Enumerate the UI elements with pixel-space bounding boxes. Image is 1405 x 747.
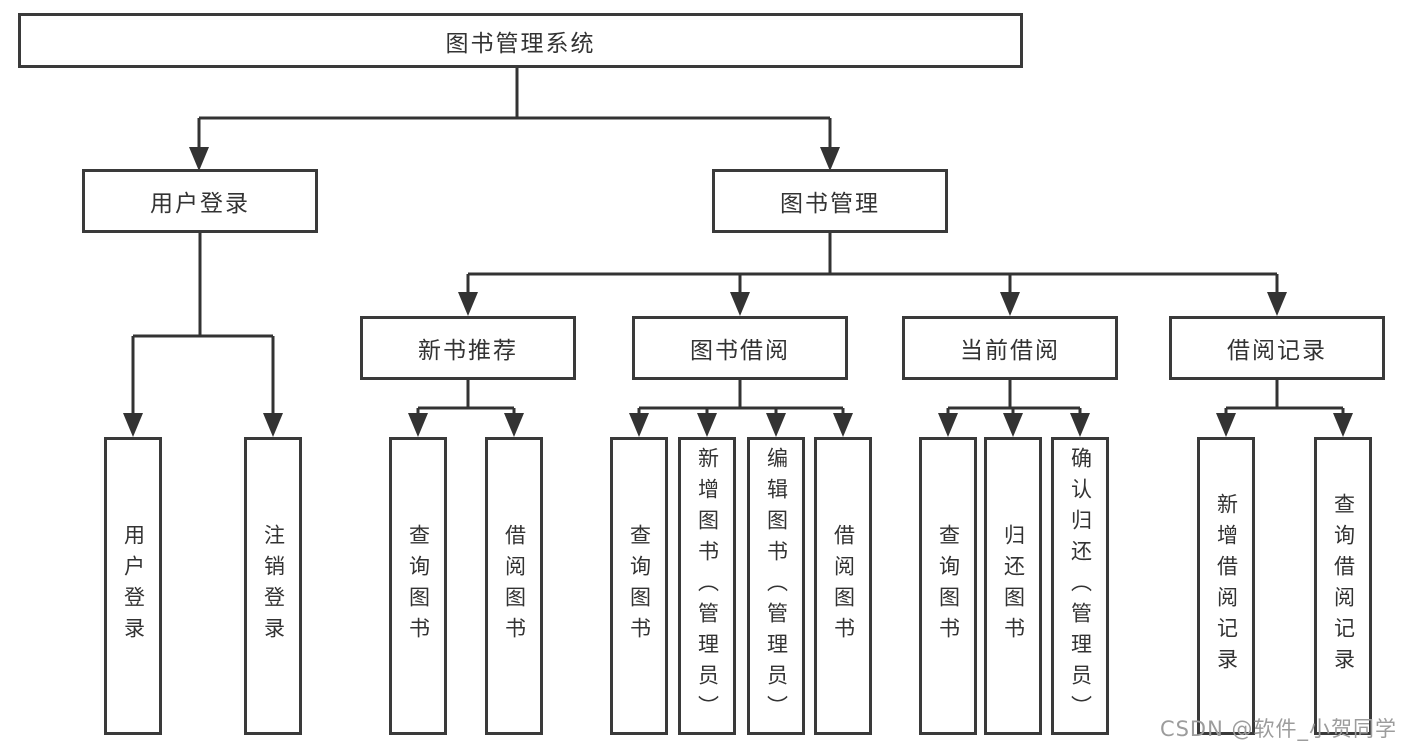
node-logout-label: 注销登录 (261, 524, 286, 648)
node-cb-query-book-label: 查询图书 (936, 524, 961, 648)
node-nb-borrow-book: 借阅图书 (485, 437, 543, 735)
node-bm-add-book: 新增图书（管理员） (678, 437, 736, 735)
node-bm-query-book-label: 查询图书 (627, 524, 652, 648)
csdn-watermark: CSDN @软件_小贺同学 (1159, 717, 1397, 741)
node-current-borrow-label: 当前借阅 (960, 338, 1060, 364)
node-borrow-mgmt-label: 图书借阅 (690, 338, 790, 364)
node-cb-query-book: 查询图书 (919, 437, 977, 735)
node-bm-edit-book-label: 编辑图书（管理员） (764, 446, 789, 726)
node-user-login: 用户登录 (82, 169, 318, 233)
node-new-books: 新书推荐 (360, 316, 576, 380)
node-book-mgmt-label: 图书管理 (780, 191, 880, 217)
node-bm-borrow-book-label: 借阅图书 (831, 524, 856, 648)
node-nb-query-book: 查询图书 (389, 437, 447, 735)
node-root-label: 图书管理系统 (445, 30, 596, 57)
node-user-login-action-label: 用户登录 (121, 524, 146, 648)
arrowheads (123, 147, 1353, 437)
node-bh-add-record-label: 新增借阅记录 (1214, 493, 1239, 679)
node-borrow-mgmt: 图书借阅 (632, 316, 848, 380)
node-bm-edit-book: 编辑图书（管理员） (747, 437, 805, 735)
node-cb-confirm-return-label: 确认归还（管理员） (1068, 446, 1093, 726)
node-user-login-label: 用户登录 (150, 191, 250, 217)
node-book-mgmt: 图书管理 (712, 169, 948, 233)
node-root: 图书管理系统 (18, 13, 1023, 68)
node-bh-add-record: 新增借阅记录 (1197, 437, 1255, 735)
node-user-login-action: 用户登录 (104, 437, 162, 735)
node-bm-add-book-label: 新增图书（管理员） (695, 446, 720, 726)
node-nb-borrow-book-label: 借阅图书 (502, 524, 527, 648)
node-cb-confirm-return: 确认归还（管理员） (1051, 437, 1109, 735)
node-bm-borrow-book: 借阅图书 (814, 437, 872, 735)
node-nb-query-book-label: 查询图书 (406, 524, 431, 648)
node-bh-query-record: 查询借阅记录 (1314, 437, 1372, 735)
node-borrow-history: 借阅记录 (1169, 316, 1385, 380)
node-bh-query-record-label: 查询借阅记录 (1331, 493, 1356, 679)
node-new-books-label: 新书推荐 (418, 338, 518, 364)
node-cb-return-book: 归还图书 (984, 437, 1042, 735)
node-logout: 注销登录 (244, 437, 302, 735)
node-current-borrow: 当前借阅 (902, 316, 1118, 380)
node-borrow-history-label: 借阅记录 (1227, 338, 1327, 364)
node-bm-query-book: 查询图书 (610, 437, 668, 735)
node-cb-return-book-label: 归还图书 (1001, 524, 1026, 648)
